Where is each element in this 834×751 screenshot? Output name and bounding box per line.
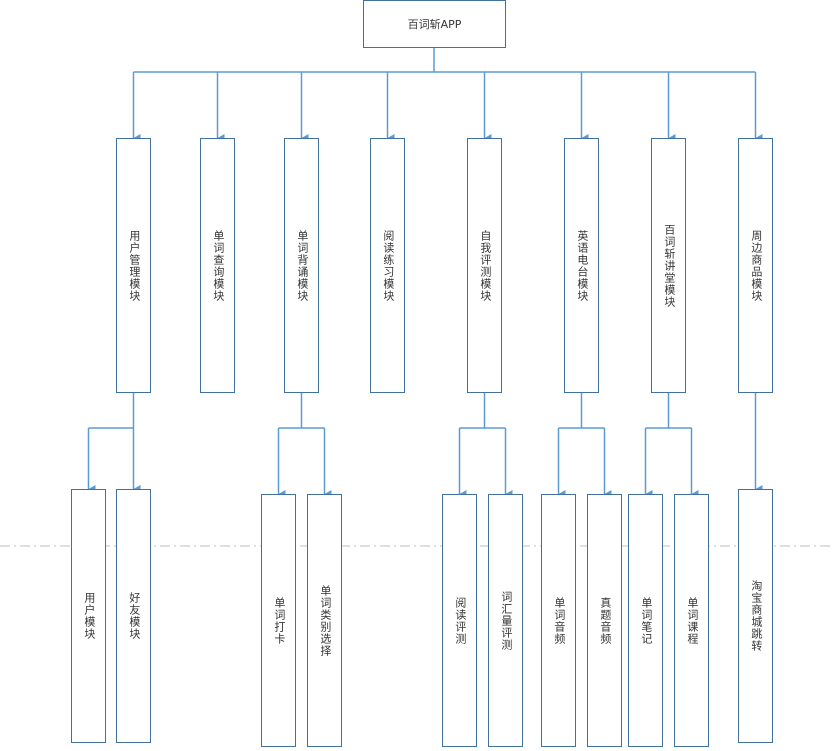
module-node-user-label: 用户管理模块 <box>127 229 141 302</box>
module-node-eval-label: 自我评测模块 <box>478 229 492 302</box>
leaf-node-radio-1: 真题音频 <box>587 494 622 747</box>
leaf-node-user-0: 用户模块 <box>71 489 106 743</box>
leaf-node-radio-0: 单词音频 <box>541 494 576 747</box>
root-node: 百词斩APP <box>363 0 506 48</box>
leaf-node-user-1: 好友模块 <box>116 489 151 743</box>
module-node-lecture-label: 百词斩讲堂模块 <box>662 223 676 308</box>
module-node-radio: 英语电台模块 <box>564 138 599 393</box>
module-node-lookup-label: 单词查询模块 <box>211 229 225 302</box>
leaf-node-user-1-label: 好友模块 <box>127 592 141 640</box>
module-node-shop-label: 周边商品模块 <box>749 229 763 302</box>
module-node-eval: 自我评测模块 <box>467 138 502 393</box>
module-node-recite-label: 单词背诵模块 <box>295 229 309 302</box>
module-node-shop: 周边商品模块 <box>738 138 773 393</box>
leaf-node-eval-1: 词汇量评测 <box>488 494 523 747</box>
leaf-node-eval-1-label: 词汇量评测 <box>499 590 513 651</box>
module-node-reading-label: 阅读练习模块 <box>381 229 395 302</box>
leaf-node-lecture-0-label: 单词笔记 <box>639 596 653 645</box>
leaf-node-radio-0-label: 单词音频 <box>552 596 566 645</box>
module-node-radio-label: 英语电台模块 <box>575 229 589 302</box>
leaf-node-recite-1-label: 单词类别选择 <box>318 584 332 657</box>
leaf-node-radio-1-label: 真题音频 <box>598 596 612 645</box>
root-label: 百词斩APP <box>407 18 462 31</box>
leaf-node-recite-0: 单词打卡 <box>261 494 296 747</box>
leaf-node-eval-0-label: 阅读评测 <box>453 596 467 645</box>
leaf-node-user-0-label: 用户模块 <box>82 592 96 640</box>
leaf-node-shop-0: 淘宝商城跳转 <box>738 489 773 743</box>
leaf-node-shop-0-label: 淘宝商城跳转 <box>749 580 763 652</box>
module-node-user: 用户管理模块 <box>116 138 151 393</box>
module-node-recite: 单词背诵模块 <box>284 138 319 393</box>
leaf-node-lecture-1-label: 单词课程 <box>685 596 699 645</box>
module-node-reading: 阅读练习模块 <box>370 138 405 393</box>
leaf-node-recite-0-label: 单词打卡 <box>272 596 286 645</box>
module-node-lecture: 百词斩讲堂模块 <box>651 138 686 393</box>
leaf-node-lecture-0: 单词笔记 <box>628 494 663 747</box>
module-node-lookup: 单词查询模块 <box>200 138 235 393</box>
leaf-node-lecture-1: 单词课程 <box>674 494 709 747</box>
leaf-node-recite-1: 单词类别选择 <box>307 494 342 747</box>
leaf-node-eval-0: 阅读评测 <box>442 494 477 747</box>
